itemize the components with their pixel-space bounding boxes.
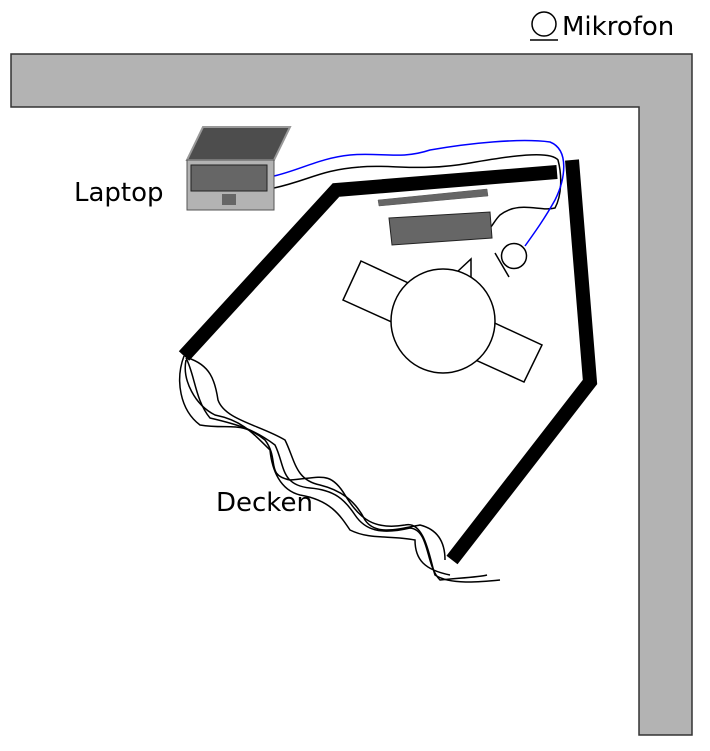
legend-microphone-icon bbox=[530, 11, 558, 41]
laptop-icon bbox=[185, 126, 292, 211]
black-cable bbox=[273, 153, 562, 229]
booth-wall-right bbox=[446, 159, 598, 565]
microphone-icon bbox=[494, 242, 528, 278]
room-wall bbox=[10, 53, 693, 736]
laptop-label: Laptop bbox=[74, 178, 164, 208]
blankets bbox=[178, 355, 501, 583]
legend-mikrofon-label: Mikrofon bbox=[562, 12, 674, 42]
booth-wall-left bbox=[178, 165, 558, 361]
shelf-bar bbox=[377, 188, 489, 207]
keyboard-device bbox=[388, 211, 493, 246]
table-and-chair bbox=[342, 257, 544, 383]
decken-label: Decken bbox=[216, 488, 313, 518]
blue-cable bbox=[273, 139, 565, 247]
